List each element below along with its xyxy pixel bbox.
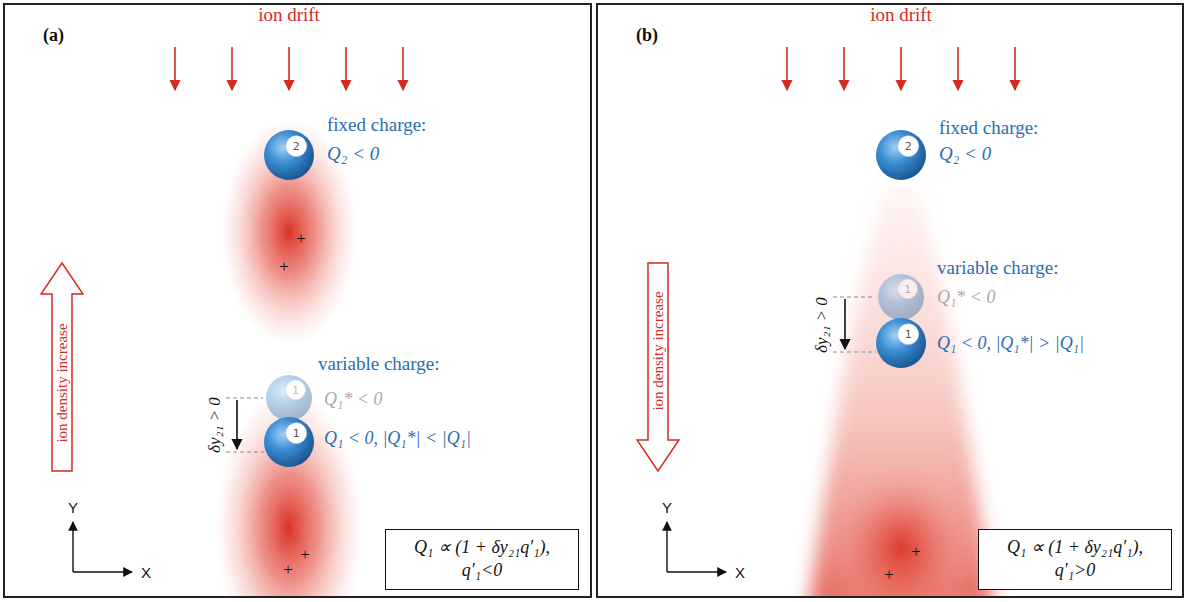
x-axis xyxy=(667,571,726,572)
charge-label: variable charge: xyxy=(937,257,1059,279)
ball-spot xyxy=(898,136,919,157)
y-axis xyxy=(72,522,73,572)
charge-ball: 1 xyxy=(263,416,315,468)
formula-box: Q₁ ∝ (1 + δy₂₁q′₁), q′₁<0 xyxy=(385,529,579,590)
dashed-level xyxy=(833,352,876,353)
ball-spot xyxy=(286,380,305,399)
panel-label: (a) xyxy=(43,25,64,46)
ball-number: 1 xyxy=(293,428,300,439)
ion-sign: + xyxy=(911,542,921,562)
y-axis xyxy=(666,522,667,572)
charge-ball: 2 xyxy=(875,129,927,181)
ball-shape xyxy=(875,317,927,369)
ball-number: 2 xyxy=(905,141,912,152)
panel-label: (b) xyxy=(636,25,658,46)
ion-cloud xyxy=(215,390,363,597)
charge-ball: 2 xyxy=(263,129,315,181)
ball-spot xyxy=(286,423,307,444)
ball-body xyxy=(264,130,314,180)
charge-label: fixed charge: xyxy=(939,117,1038,139)
displacement-arrow xyxy=(844,299,846,349)
charge-ball: 1 xyxy=(265,374,313,422)
dashed-level xyxy=(226,398,263,399)
arrow-label: ion density increase xyxy=(651,291,666,410)
charge-label: variable charge: xyxy=(318,353,440,375)
ball-shape xyxy=(265,374,313,422)
drift-arrow xyxy=(402,47,404,90)
charge-value: Q₁ < 0, |Q₁*| < |Q₁| xyxy=(324,428,471,449)
displacement-label: δy₂₁ > 0 xyxy=(205,397,225,453)
ion-sign: + xyxy=(283,560,293,580)
x-axis xyxy=(73,571,132,572)
ion-plume xyxy=(808,190,994,597)
drift-arrow xyxy=(174,47,176,90)
drift-arrows xyxy=(175,47,1015,90)
dashed-level xyxy=(833,297,875,298)
ball-number: 1 xyxy=(292,384,299,395)
displacement-label: δy₂₁ > 0 xyxy=(812,297,832,353)
ion-sign: + xyxy=(884,565,894,585)
drift-arrow xyxy=(1014,47,1016,90)
axis-label: Y xyxy=(662,499,672,516)
ball-number: 1 xyxy=(905,329,912,340)
axis-label: X xyxy=(735,564,745,581)
charge-value: Q₁* < 0 xyxy=(937,287,995,308)
ball-shape xyxy=(263,416,315,468)
arrow-label: ion density increase xyxy=(55,323,70,442)
ball-number: 2 xyxy=(293,141,300,152)
ball-shape xyxy=(875,129,927,181)
ion-sign: + xyxy=(296,229,306,249)
charge-ball: 1 xyxy=(875,317,927,369)
ball-shape xyxy=(263,129,315,181)
displacement-arrow xyxy=(236,400,238,449)
ball-body xyxy=(876,318,926,368)
dashed-level xyxy=(226,452,264,453)
title-label: ion drift xyxy=(258,4,320,26)
formula-text: Q₁ ∝ (1 + δy₂₁q′₁), q′₁<0 xyxy=(394,536,570,583)
drift-arrow xyxy=(345,47,347,90)
hollow-arrow-outline xyxy=(637,263,679,471)
drift-arrow xyxy=(900,47,902,90)
ball-body xyxy=(878,274,924,320)
ion-sign: + xyxy=(300,545,310,565)
ball-body xyxy=(266,375,312,421)
drift-arrow xyxy=(231,47,233,90)
charge-value: Q₁* < 0 xyxy=(324,389,382,410)
ball-spot xyxy=(286,136,307,157)
charge-ball: 1 xyxy=(877,273,925,321)
hollow-arrow-outline xyxy=(41,263,83,471)
charge-value: Q₁ < 0, |Q₁*| > |Q₁| xyxy=(937,333,1084,354)
ion-sign: + xyxy=(279,257,289,277)
charge-value: Q₂ < 0 xyxy=(327,143,379,165)
ball-number: 1 xyxy=(904,283,911,294)
panel-frame: (a) 2 1 1 ion density increase Q₁ ∝ (1 + δy₂₁… xyxy=(3,3,592,598)
charge-value: Q₂ < 0 xyxy=(939,143,991,165)
ion-cloud xyxy=(829,463,973,597)
drift-arrow xyxy=(843,47,845,90)
ball-shape xyxy=(877,273,925,321)
drift-arrow xyxy=(786,47,788,90)
formula-box: Q₁ ∝ (1 + δy₂₁q′₁), q′₁>0 xyxy=(978,529,1172,590)
ball-body xyxy=(264,417,314,467)
gradient-arrow: ion density increase xyxy=(40,262,84,472)
title-label: ion drift xyxy=(870,4,932,26)
displacement-marker xyxy=(226,297,876,452)
ball-spot xyxy=(898,324,919,345)
formula-text: Q₁ ∝ (1 + δy₂₁q′₁), q′₁>0 xyxy=(987,536,1163,583)
ball-spot xyxy=(898,279,917,298)
axis-label: X xyxy=(141,564,151,581)
axis-label: Y xyxy=(68,499,78,516)
charge-label: fixed charge: xyxy=(327,114,426,136)
panel-frame: (b) 2 1 1 ion density increase Q₁ ∝ (1 + δy₂₁… xyxy=(596,3,1184,598)
drift-arrow xyxy=(288,47,290,90)
gradient-arrow: ion density increase xyxy=(636,262,680,472)
drift-arrow xyxy=(957,47,959,90)
ball-body xyxy=(876,130,926,180)
